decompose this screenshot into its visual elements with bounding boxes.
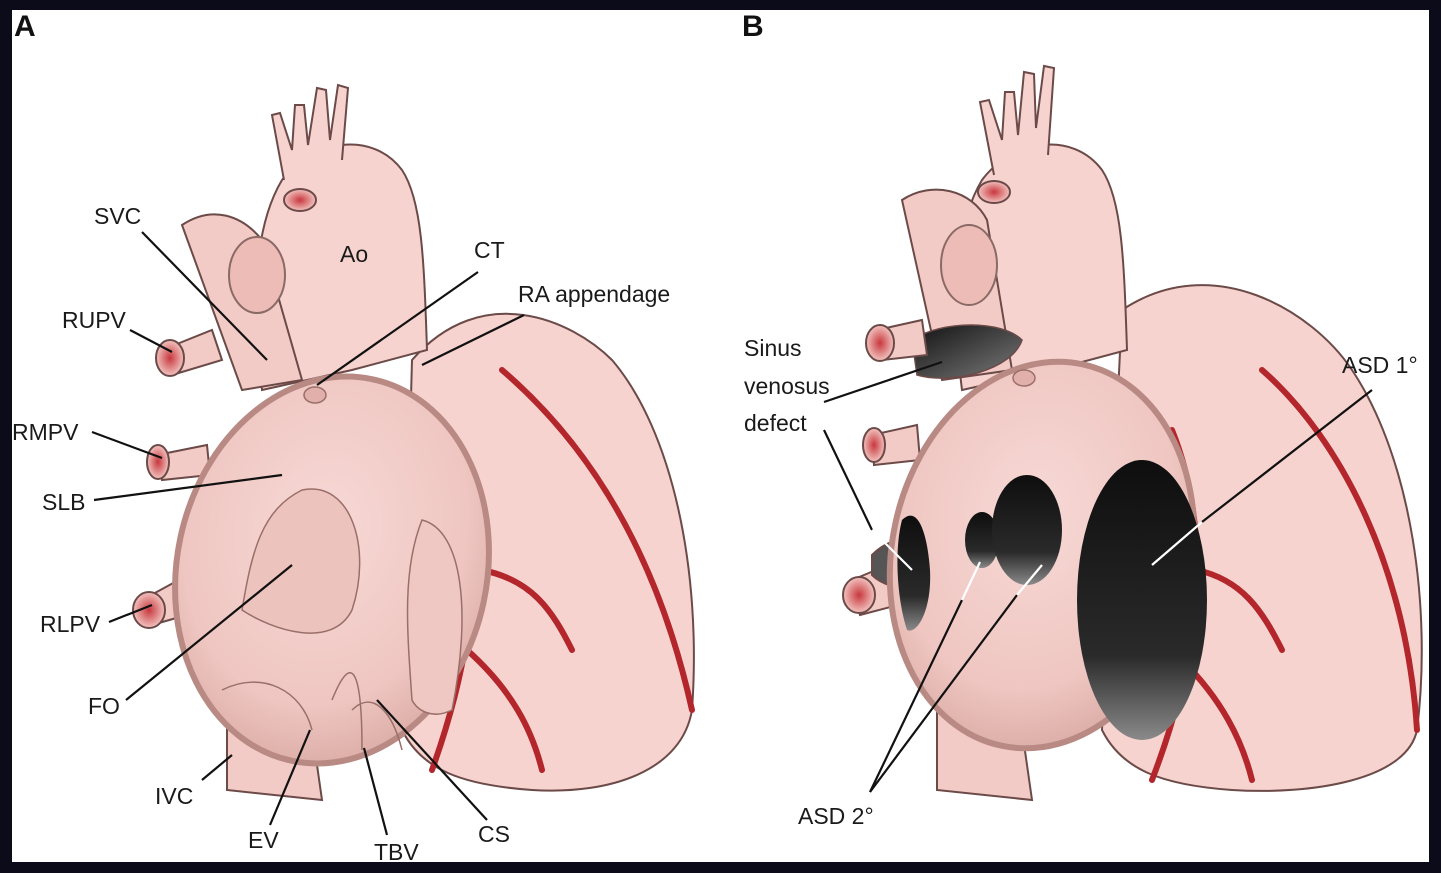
svc-cross-section-b [941, 225, 997, 305]
asd2-hole-large [992, 475, 1062, 585]
label-asd2: ASD 2° [798, 803, 874, 829]
svc-cross-section [229, 237, 285, 313]
panel-letter-a: A [14, 10, 36, 43]
label-sinus-line1: Sinus [744, 335, 802, 361]
crista-terminalis-b [1013, 370, 1035, 386]
label-cs: CS [478, 821, 510, 847]
label-ao: Ao [340, 241, 368, 267]
panel-letter-b: B [742, 10, 764, 43]
asd1-hole [1077, 460, 1207, 740]
pulmonary-artery-end [284, 189, 316, 211]
label-svc: SVC [94, 203, 141, 229]
figure-canvas: A [12, 10, 1429, 862]
label-sinus-line3: defect [744, 410, 807, 436]
label-ivc: IVC [155, 783, 193, 809]
label-slb: SLB [42, 489, 85, 515]
panel-a: A [12, 10, 694, 862]
pulmonary-artery-end-b [978, 181, 1010, 203]
label-fo: FO [88, 693, 120, 719]
label-rupv: RUPV [62, 307, 127, 333]
label-ev: EV [248, 827, 279, 853]
label-ra-appendage: RA appendage [518, 281, 670, 307]
crista-terminalis [304, 387, 326, 403]
label-asd1: ASD 1° [1342, 352, 1418, 378]
heart-diagram: A [12, 10, 1429, 862]
label-rlpv: RLPV [40, 611, 101, 637]
label-ct: CT [474, 237, 505, 263]
label-rmpv: RMPV [12, 419, 79, 445]
panel-b: B [742, 10, 1422, 829]
label-sinus-line2: venosus [744, 373, 830, 399]
label-tbv: TBV [374, 839, 419, 862]
